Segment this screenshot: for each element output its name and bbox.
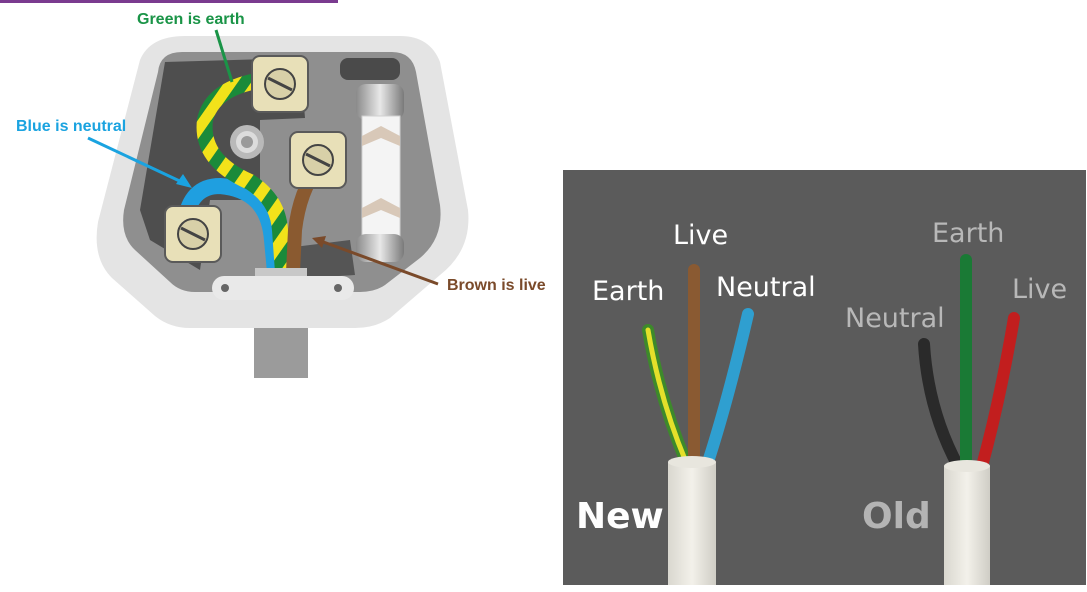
new-neutral-label: Neutral — [716, 272, 816, 303]
new-panel-title: New — [576, 496, 664, 537]
neutral-wire — [177, 177, 283, 280]
live-terminal — [289, 131, 347, 189]
header-accent-bar — [0, 0, 338, 3]
old-live-label: Live — [1012, 274, 1067, 305]
old-panel-title: Old — [862, 496, 931, 537]
new-earth-label: Earth — [592, 276, 664, 307]
old-earth-label: Earth — [932, 218, 1004, 249]
neutral-label: Blue is neutral — [16, 118, 126, 135]
earth-wire — [196, 72, 291, 280]
new-cable — [642, 264, 754, 585]
neutral-pointer-arrow — [87, 136, 187, 186]
earth-terminal — [251, 55, 309, 113]
live-label: Brown is live — [447, 277, 546, 294]
wire-colours-photo: Earth Live Neutral Neutral Earth Live Ne… — [563, 170, 1086, 585]
old-neutral-label: Neutral — [845, 303, 945, 334]
earth-label: Green is earth — [137, 11, 245, 28]
new-live-label: Live — [673, 220, 728, 251]
earth-pointer-arrow — [214, 29, 234, 83]
fuse — [356, 84, 404, 262]
old-cable — [918, 254, 1020, 585]
live-pointer-arrow — [317, 238, 439, 286]
neutral-terminal — [164, 205, 222, 263]
plug-body — [96, 36, 469, 378]
cable-grip — [212, 276, 354, 300]
